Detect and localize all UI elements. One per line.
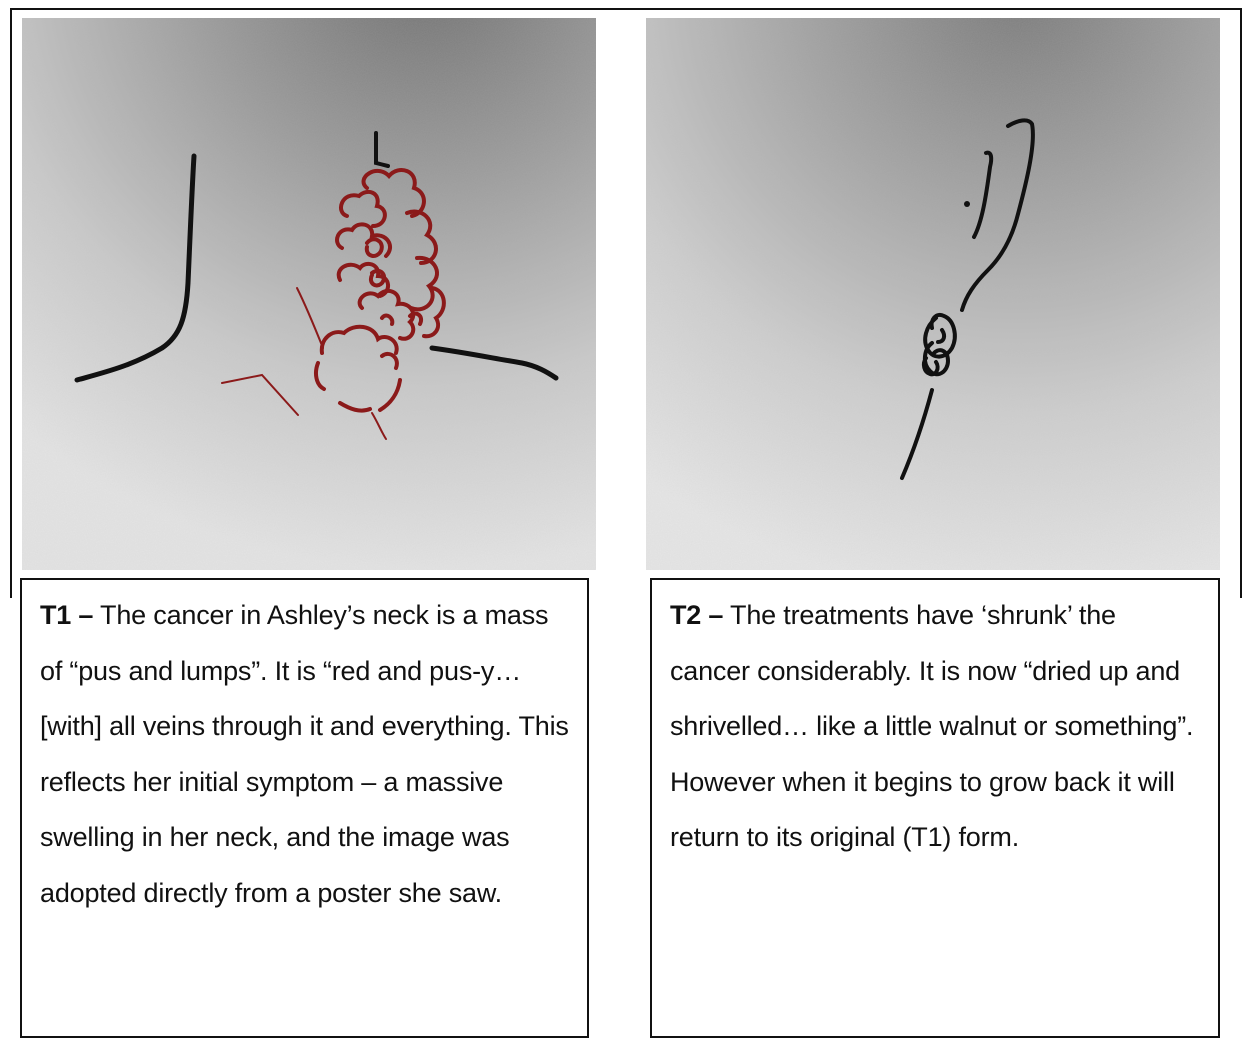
eye-dot — [964, 201, 970, 207]
t2-drawing-photo — [646, 18, 1220, 570]
t1-label: T1 – — [40, 600, 93, 630]
t1-description: The cancer in Ashley’s neck is a mass of… — [40, 600, 569, 908]
t2-caption-box: T2 – The treatments have ‘shrunk’ the ca… — [650, 578, 1220, 1038]
t2-description: The treatments have ‘shrunk’ the cancer … — [670, 600, 1193, 852]
t1-caption-box: T1 – The cancer in Ashley’s neck is a ma… — [20, 578, 589, 1038]
t2-label: T2 – — [670, 600, 723, 630]
t1-drawing-photo — [22, 18, 596, 570]
